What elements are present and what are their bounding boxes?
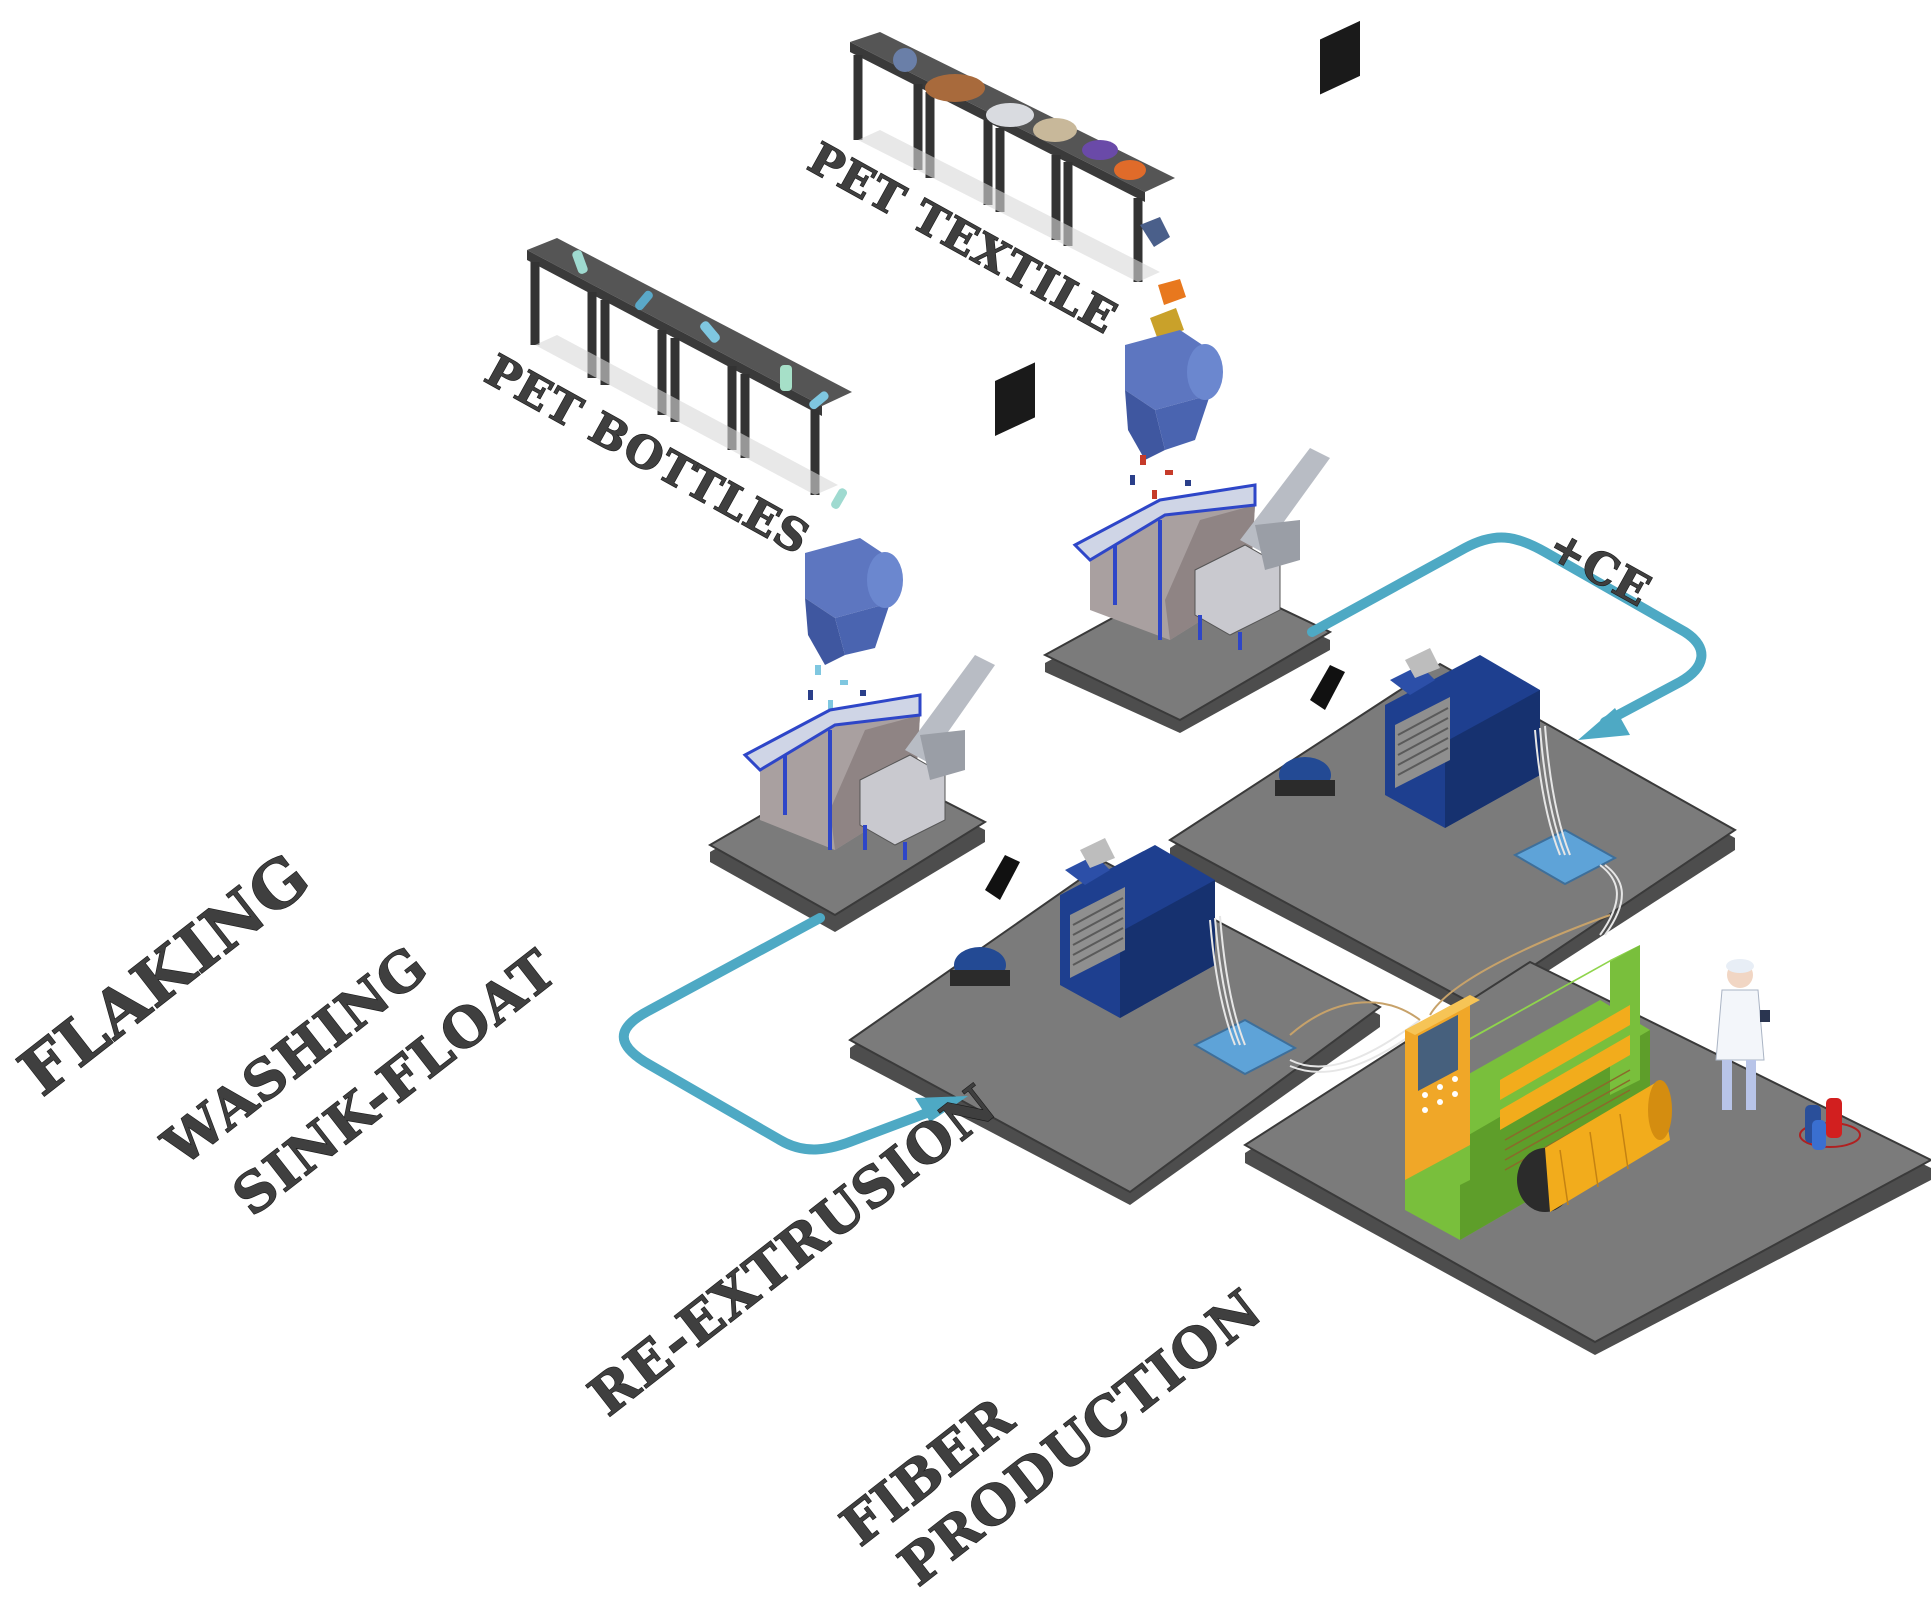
extruder-textile-line [1275,20,1623,936]
flow-arrow-bottles-to-extrusion [618,913,968,1155]
pet-textile-conveyor [850,32,1186,340]
label-ce: +CE [1540,520,1660,617]
extrusion-platform-bottles [848,860,1382,1205]
bottles-shredder-hopper [805,538,903,737]
yarn-spools [1799,1098,1861,1150]
bottles-sink-float-washer [742,655,995,860]
textile-sink-float-washer [1072,448,1330,650]
textile-shredder-hopper [1125,330,1223,529]
extruder-bottles-line [950,362,1426,1076]
flow-arrow-textile-to-extrusion [1307,532,1707,740]
label-re-extrusion: RE-EXTRUSION [577,1072,1008,1429]
worker-figure [1715,959,1770,1110]
fiber-spinning-machine [1289,914,1672,1240]
pet-bottles-conveyor [527,238,852,509]
